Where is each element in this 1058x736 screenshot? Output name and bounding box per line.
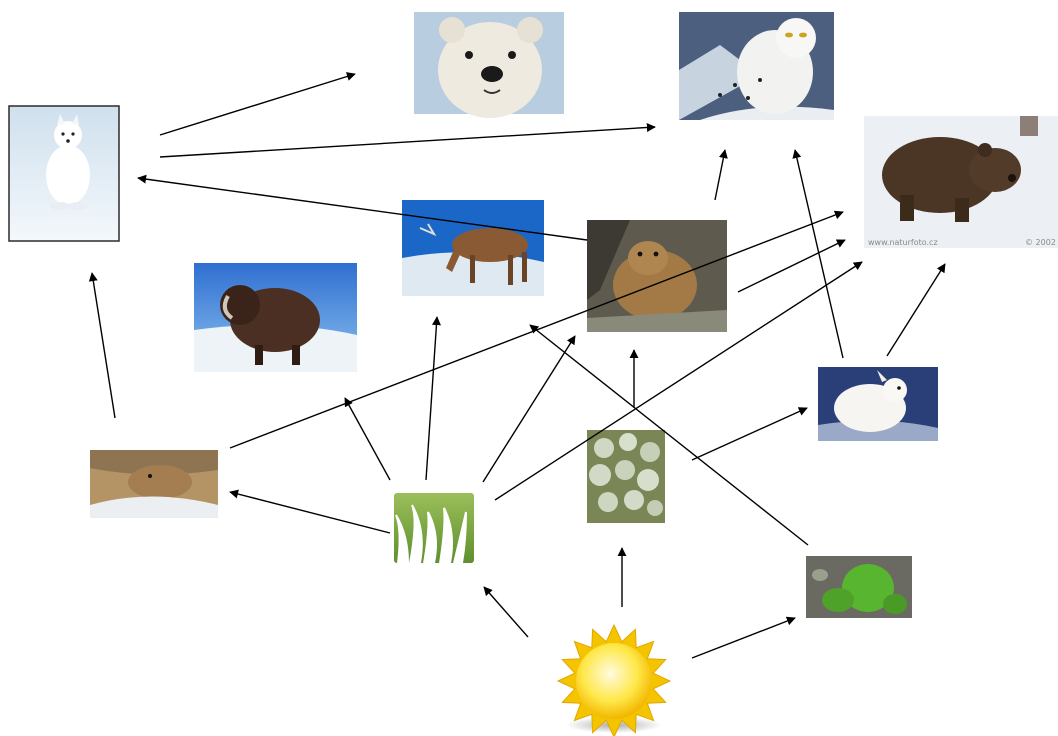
grass-image xyxy=(394,493,474,564)
arctic-hare-image xyxy=(818,367,938,441)
arrow-hare-to-brown-bear xyxy=(886,263,946,357)
sun-icon xyxy=(556,623,672,736)
arrow-fox-to-polar-bear xyxy=(159,72,356,136)
moss-image xyxy=(806,556,912,618)
lichen-image xyxy=(587,430,665,523)
arrow-grass-to-musk-ox xyxy=(344,397,391,481)
arrow-grass-to-brown-bear xyxy=(494,261,863,501)
brown-bear-image: www.naturfoto.cz © 2002 xyxy=(864,116,1058,248)
brown-bear-watermark-site: www.naturfoto.cz xyxy=(868,238,938,247)
arrow-lemming-to-fox xyxy=(88,272,116,419)
brown-bear-watermark-copyright: © 2002 xyxy=(1025,238,1056,247)
arrow-hare-to-snowy-owl xyxy=(792,149,844,359)
arrow-moss-to-caribou xyxy=(529,324,809,546)
caribou-image xyxy=(402,200,544,296)
food-web-arrows xyxy=(88,72,946,659)
arrow-fox-to-snowy-owl xyxy=(159,122,656,158)
arrow-sun-to-grass xyxy=(483,586,529,638)
musk-ox-image xyxy=(194,263,357,372)
lemming-image xyxy=(90,450,218,518)
polar-bear-image xyxy=(414,12,564,118)
arrow-marmot-to-fox xyxy=(137,174,588,241)
marmot-image xyxy=(587,220,727,332)
snowy-owl-image xyxy=(679,12,834,120)
arrow-sun-to-moss xyxy=(691,616,796,659)
arrow-grass-to-caribou xyxy=(425,316,441,481)
arrow-marmot-to-snowy-owl xyxy=(714,149,728,201)
arrow-marmot-to-brown-bear xyxy=(737,239,846,293)
arrow-lichen-to-hare xyxy=(691,407,808,461)
arctic-fox-image xyxy=(8,105,120,242)
arrow-grass-to-lemming xyxy=(229,489,391,534)
arrow-grass-to-marmot xyxy=(482,335,576,483)
